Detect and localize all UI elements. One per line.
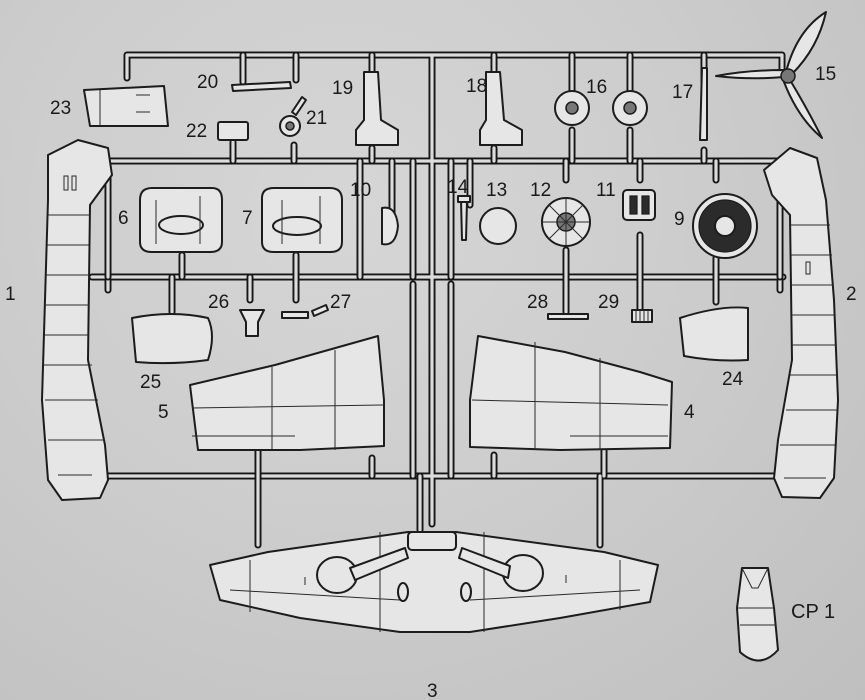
- label-part-19: 19: [332, 78, 353, 99]
- part-15-propeller: [715, 11, 827, 139]
- part-12-radial-engine: [541, 197, 591, 247]
- label-part-4: 4: [684, 402, 695, 423]
- label-part-18: 18: [466, 76, 487, 97]
- label-part-29: 29: [598, 292, 619, 313]
- label-part-28: 28: [527, 292, 548, 313]
- label-part-13: 13: [486, 180, 507, 201]
- label-part-14: 14: [447, 177, 469, 198]
- part-23-seat: [83, 85, 169, 127]
- part-14-pin: [457, 195, 471, 241]
- label-part-15: 15: [815, 64, 836, 85]
- label-canopy: CP 1: [791, 601, 835, 623]
- label-part-10: 10: [350, 180, 371, 201]
- part-number-labels: 1 2 3 4 5 6 7 9 10 11 12 13 14 15 16 17 …: [5, 64, 857, 700]
- label-part-5: 5: [158, 402, 169, 423]
- part-10-fairing: [381, 206, 399, 246]
- part-1-fuselage-half: [41, 139, 113, 501]
- label-part-17: 17: [672, 82, 693, 103]
- part-13-disc: [479, 207, 517, 245]
- part-2-fuselage-half: [763, 147, 839, 499]
- label-part-22: 22: [186, 121, 207, 142]
- label-part-11: 11: [596, 180, 616, 201]
- part-16-wheel-second: [612, 90, 648, 126]
- part-7-tailplane: [261, 187, 343, 253]
- label-part-12: 12: [530, 180, 551, 201]
- part-26-control-base: [239, 309, 265, 337]
- part-3-lower-wing: [209, 531, 659, 633]
- label-part-16: 16: [586, 77, 607, 98]
- part-18-gear-leg: [479, 71, 523, 146]
- part-11-exhaust-block: [622, 189, 656, 221]
- part-20-gun-barrel: [231, 81, 292, 92]
- part-24-cowling-panel: [679, 306, 749, 362]
- part-22-block: [217, 121, 249, 141]
- part-9-engine-front: [692, 193, 758, 259]
- label-part-9: 9: [674, 209, 685, 230]
- label-part-3: 3: [427, 681, 438, 700]
- part-28-rod: [547, 313, 589, 320]
- label-part-21: 21: [306, 108, 327, 129]
- label-part-2: 2: [846, 284, 857, 305]
- label-part-6: 6: [118, 208, 129, 229]
- part-6-tailplane: [139, 187, 223, 253]
- part-29-comb: [631, 309, 653, 323]
- label-part-26: 26: [208, 292, 229, 313]
- label-part-23: 23: [50, 98, 71, 119]
- sprue-runners: [88, 51, 800, 549]
- part-4-upper-wing: [469, 335, 673, 451]
- part-5-upper-wing: [189, 335, 385, 451]
- part-21-tail-wheel: [279, 96, 307, 137]
- part-25-cowling-panel: [131, 313, 213, 365]
- part-27-struts: [281, 304, 329, 319]
- part-17-strut: [699, 67, 708, 141]
- part-cp1-canopy: [736, 567, 779, 662]
- part-19-gear-leg: [355, 71, 399, 146]
- label-part-20: 20: [197, 72, 218, 93]
- label-part-24: 24: [722, 369, 744, 390]
- label-part-7: 7: [242, 208, 253, 229]
- label-part-27: 27: [330, 292, 351, 313]
- label-part-1: 1: [5, 284, 16, 305]
- label-part-25: 25: [140, 372, 161, 393]
- part-16-wheel: [554, 90, 590, 126]
